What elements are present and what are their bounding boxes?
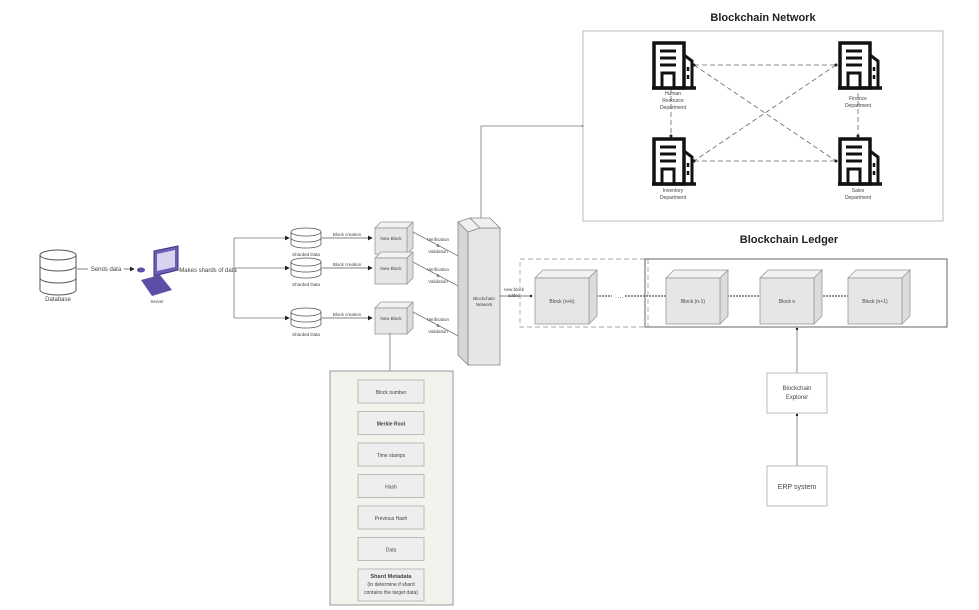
erp-system-box[interactable]	[766, 465, 828, 507]
to-network-edge	[480, 124, 585, 218]
blockchain-ledger-title: Blockchain Ledger	[740, 234, 839, 246]
sharded-data-label: Sharded Data	[292, 282, 320, 287]
ledger-block[interactable]: Block (n-1)	[665, 269, 729, 325]
pending-block-area	[519, 258, 649, 328]
pending-block[interactable]: Block (n+k)	[534, 269, 598, 325]
block-creation-label: Block creation	[333, 312, 362, 317]
validation-label: &	[436, 273, 439, 278]
shard-metadata-desc-2: contains the target data)	[364, 590, 418, 596]
server-label: Server	[150, 299, 164, 304]
shard-metadata-title: Shard Metadata	[371, 574, 413, 580]
sharded-data-icon	[290, 307, 322, 329]
makes-shards-label: Makes shards of data	[179, 268, 237, 274]
block-creation-label: Block creation	[333, 262, 362, 267]
blockchain-network-box	[582, 30, 944, 222]
block-field-box[interactable]	[357, 442, 425, 467]
block-field-label: Hash	[385, 485, 397, 491]
blockchain-network-title: Blockchain Network	[710, 12, 816, 24]
validation-edge	[412, 231, 464, 260]
explorer-label-2: Explorer	[786, 395, 808, 401]
sharded-data-label: Sharded Data	[292, 332, 320, 337]
department-label: Department	[845, 195, 872, 201]
new-block-label: New Block	[380, 236, 402, 241]
new-block-label: New Block	[380, 266, 402, 271]
validation-label: Verification	[427, 317, 450, 322]
ledger-block[interactable]: Block n	[759, 269, 823, 325]
block-structure-panel	[329, 370, 454, 606]
block-field-label: Block number	[376, 390, 407, 396]
validation-label: &	[436, 243, 439, 248]
ledger-block-label: Block (n-1)	[681, 299, 706, 305]
department-links	[670, 64, 859, 162]
sends-data-label: Sends data	[91, 267, 122, 273]
ledger-block-label: Block n	[779, 299, 796, 305]
department-label: Inventory	[663, 188, 684, 194]
validation-label: Validation	[428, 329, 448, 334]
validation-edge	[412, 261, 464, 290]
sharded-data-label: Sharded Data	[292, 252, 320, 257]
explorer-label-1: Blockchain	[782, 386, 811, 392]
department-label: Human	[665, 91, 681, 97]
shard-metadata-desc-1: (to determine if shard	[367, 582, 414, 588]
database-label: Database	[45, 297, 71, 303]
validation-label: &	[436, 323, 439, 328]
block-field-box[interactable]	[357, 537, 425, 561]
new-block-added-label-2: added	[508, 293, 521, 298]
chain-ellipsis: …	[617, 293, 624, 300]
block-field-box[interactable]	[357, 411, 425, 435]
block-field-label: Merkle Root	[377, 422, 406, 428]
block-field-label: Data	[386, 548, 397, 554]
blockchain-network-node-label-1: Blockchain	[473, 296, 495, 301]
ledger-block-label: Block (n+1)	[862, 299, 888, 305]
blockchain-network-node[interactable]	[457, 217, 501, 366]
validation-edge	[412, 311, 464, 340]
block-field-label: Previous Hash	[375, 516, 408, 522]
validation-label: Validation	[428, 279, 448, 284]
department-label: Department	[845, 103, 872, 109]
block-field-box[interactable]	[357, 379, 425, 404]
sharded-data-icon	[290, 227, 322, 249]
erp-system-label: ERP system	[778, 484, 817, 491]
block-creation-label: Block creation	[333, 232, 362, 237]
department-label: Resource	[662, 98, 684, 104]
blockchain-ledger-box	[644, 258, 948, 328]
block-field-box[interactable]	[357, 505, 425, 530]
department-label: Department	[660, 105, 687, 111]
validation-label: Verification	[427, 237, 450, 242]
block-field-label: Time stamps	[377, 453, 406, 459]
department-label: Department	[660, 195, 687, 201]
blockchain-explorer-box[interactable]	[766, 372, 828, 414]
new-block-added-label-1: new block	[504, 287, 525, 292]
database-icon	[39, 249, 77, 296]
validation-label: Validation	[428, 249, 448, 254]
server-computer-icon	[137, 245, 179, 296]
department-label: Sales	[852, 188, 865, 194]
new-block-label: New Block	[380, 316, 402, 321]
department-label: Finance	[849, 96, 867, 102]
blockchain-network-node-label-2: Network	[476, 302, 493, 307]
validation-label: Verification	[427, 267, 450, 272]
sharded-data-icon	[290, 257, 322, 279]
shard-metadata-box[interactable]	[357, 568, 425, 602]
pending-block-label: Block (n+k)	[549, 299, 574, 305]
ledger-block[interactable]: Block (n+1)	[847, 269, 911, 325]
block-field-box[interactable]	[357, 474, 425, 498]
